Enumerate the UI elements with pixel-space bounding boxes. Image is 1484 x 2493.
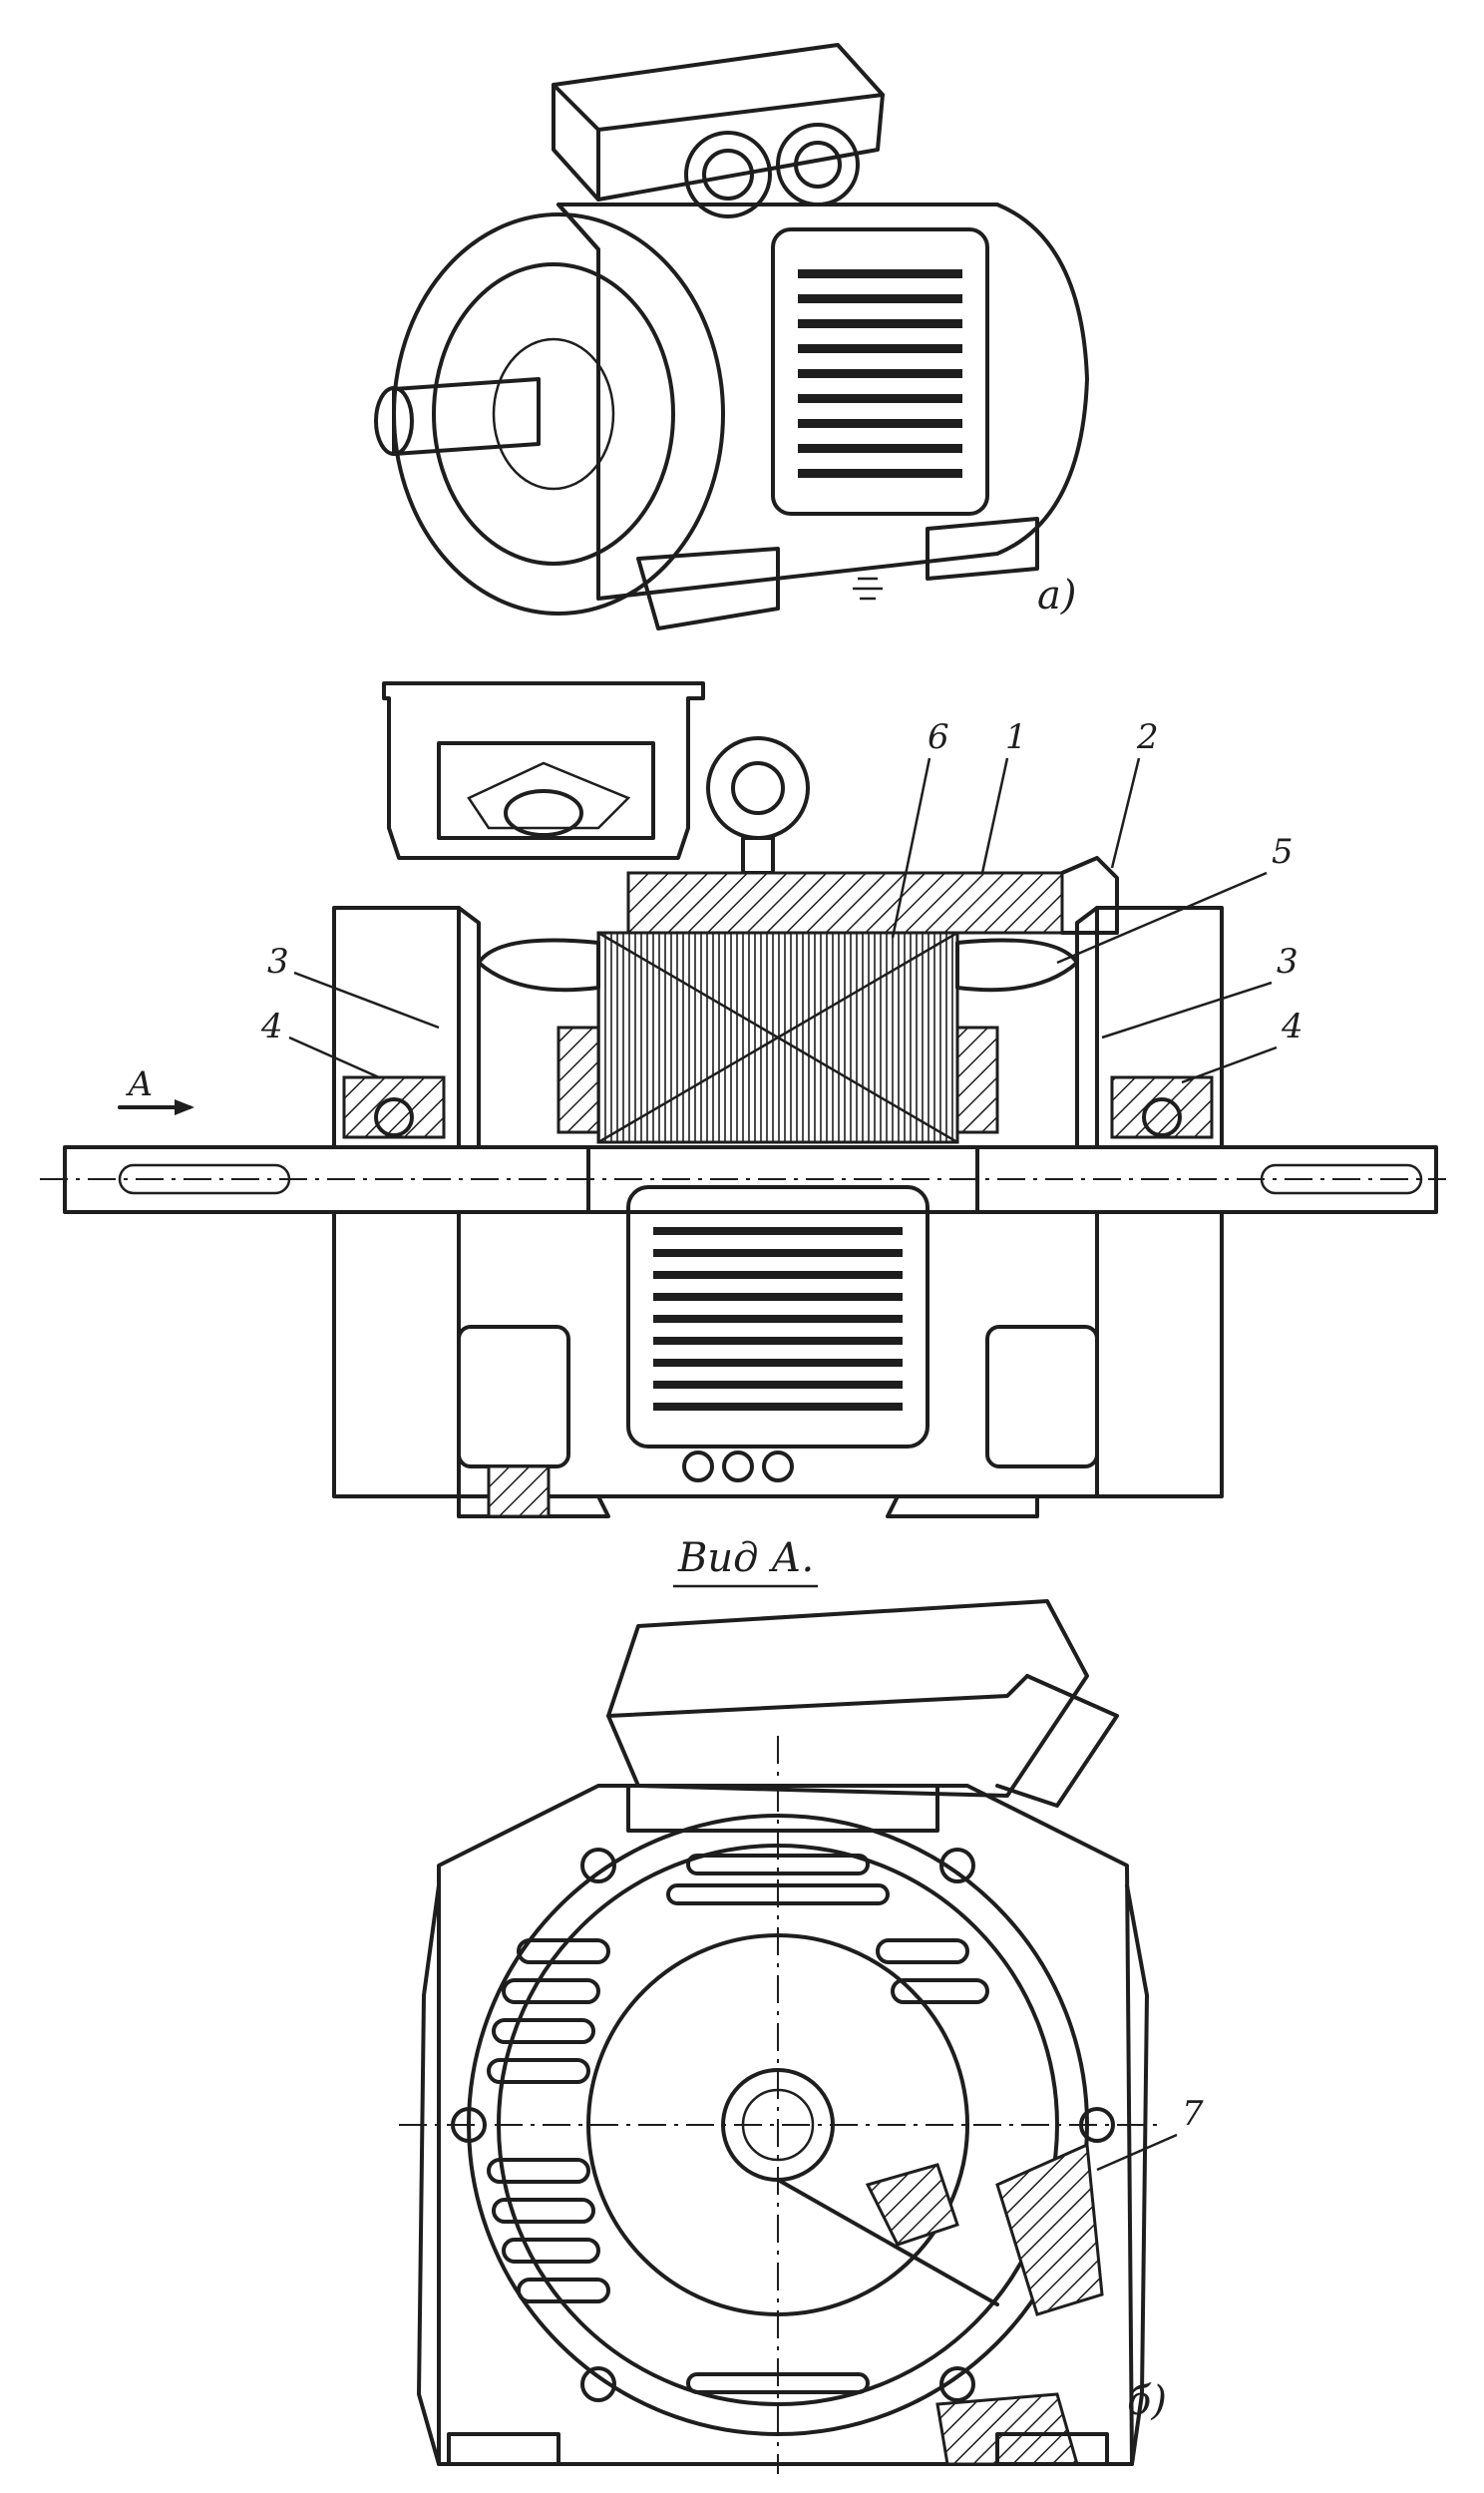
callout-4-right: 4 <box>1281 1007 1303 1046</box>
leader-5 <box>1056 871 1268 965</box>
view-arrow-head <box>175 1099 194 1115</box>
caption-b: б) <box>1127 2378 1167 2424</box>
callout-4-left: 4 <box>260 1007 283 1046</box>
callout-1: 1 <box>1005 717 1027 757</box>
leader-7 <box>1096 2133 1178 2172</box>
callout-3-right: 3 <box>1277 942 1298 982</box>
view-title: Вид А. <box>677 1535 814 1581</box>
leader-4-left <box>288 1036 380 1079</box>
callout-7: 7 <box>1182 2094 1204 2134</box>
louvers-a <box>798 269 962 478</box>
callout-5: 5 <box>1272 832 1294 872</box>
perspective-view-a <box>374 43 1089 630</box>
sectional-side-view <box>40 681 1446 1518</box>
leader-4-right <box>1181 1045 1278 1084</box>
leader-1 <box>980 757 1009 874</box>
callouts: 1 2 6 5 3 4 3 4 7 <box>260 717 1303 2172</box>
view-arrow-label: А <box>126 1064 154 1104</box>
leader-6 <box>891 757 931 939</box>
callout-3-left: 3 <box>267 942 289 982</box>
end-view-b <box>399 1599 1157 2474</box>
leader-3-left <box>293 971 440 1030</box>
leader-3-right <box>1101 981 1273 1039</box>
caption-a: а) <box>1037 573 1076 619</box>
callout-2: 2 <box>1136 717 1159 757</box>
leader-2 <box>1110 757 1141 869</box>
callout-6: 6 <box>928 717 949 757</box>
louvers-side <box>653 1227 903 1411</box>
